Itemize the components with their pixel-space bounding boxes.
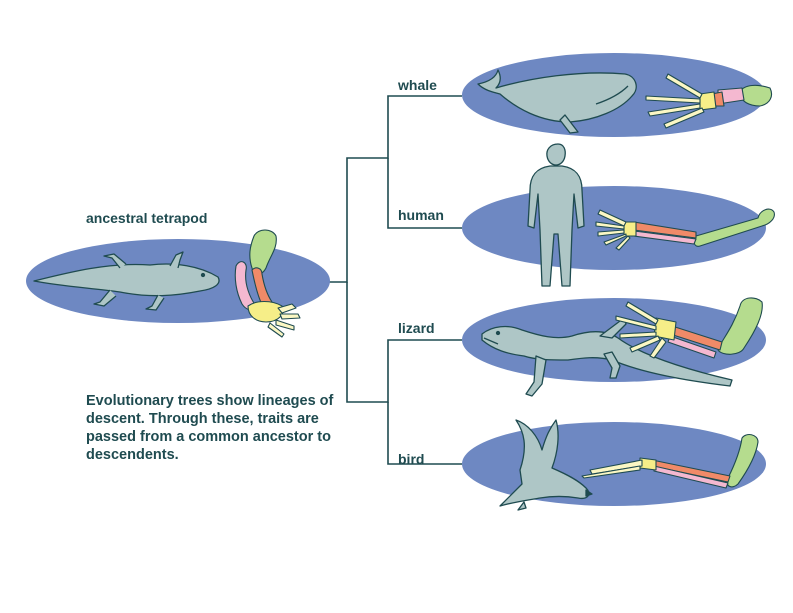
whale-figure (477, 69, 637, 134)
bird-label: bird (398, 451, 425, 467)
whale-digits (645, 73, 705, 129)
ancestral-tetrapod-figure (33, 251, 220, 311)
lizard-limb-bones (615, 297, 763, 359)
bird-digits (581, 459, 643, 479)
human-figure (527, 143, 585, 287)
whale-wrist (699, 91, 717, 111)
ancestral-tetrapod-label: ancestral tetrapod (86, 210, 208, 226)
ancestral-humerus (249, 229, 277, 275)
lizard-figure (481, 317, 733, 397)
whale-humerus (739, 84, 773, 107)
ancestral-wrist (247, 300, 284, 323)
whale-label: whale (398, 77, 437, 93)
bird-figure (499, 419, 593, 511)
bird-ellipse (462, 422, 766, 506)
human-label: human (398, 207, 444, 223)
lizard-ulna (667, 335, 717, 359)
human-digits (595, 209, 631, 251)
ancestral-digits (267, 303, 301, 338)
lizard-label: lizard (398, 320, 435, 336)
human-arm-bones (595, 208, 775, 251)
tree-branches (318, 95, 462, 465)
bird-wing-bones (581, 433, 759, 489)
bird-humerus (726, 433, 759, 488)
lizard-digits (615, 301, 667, 359)
ancestral-limb-bones (234, 229, 301, 338)
whale-flipper-bones (645, 73, 773, 129)
caption-text: Evolutionary trees show lineages of desc… (86, 393, 334, 463)
